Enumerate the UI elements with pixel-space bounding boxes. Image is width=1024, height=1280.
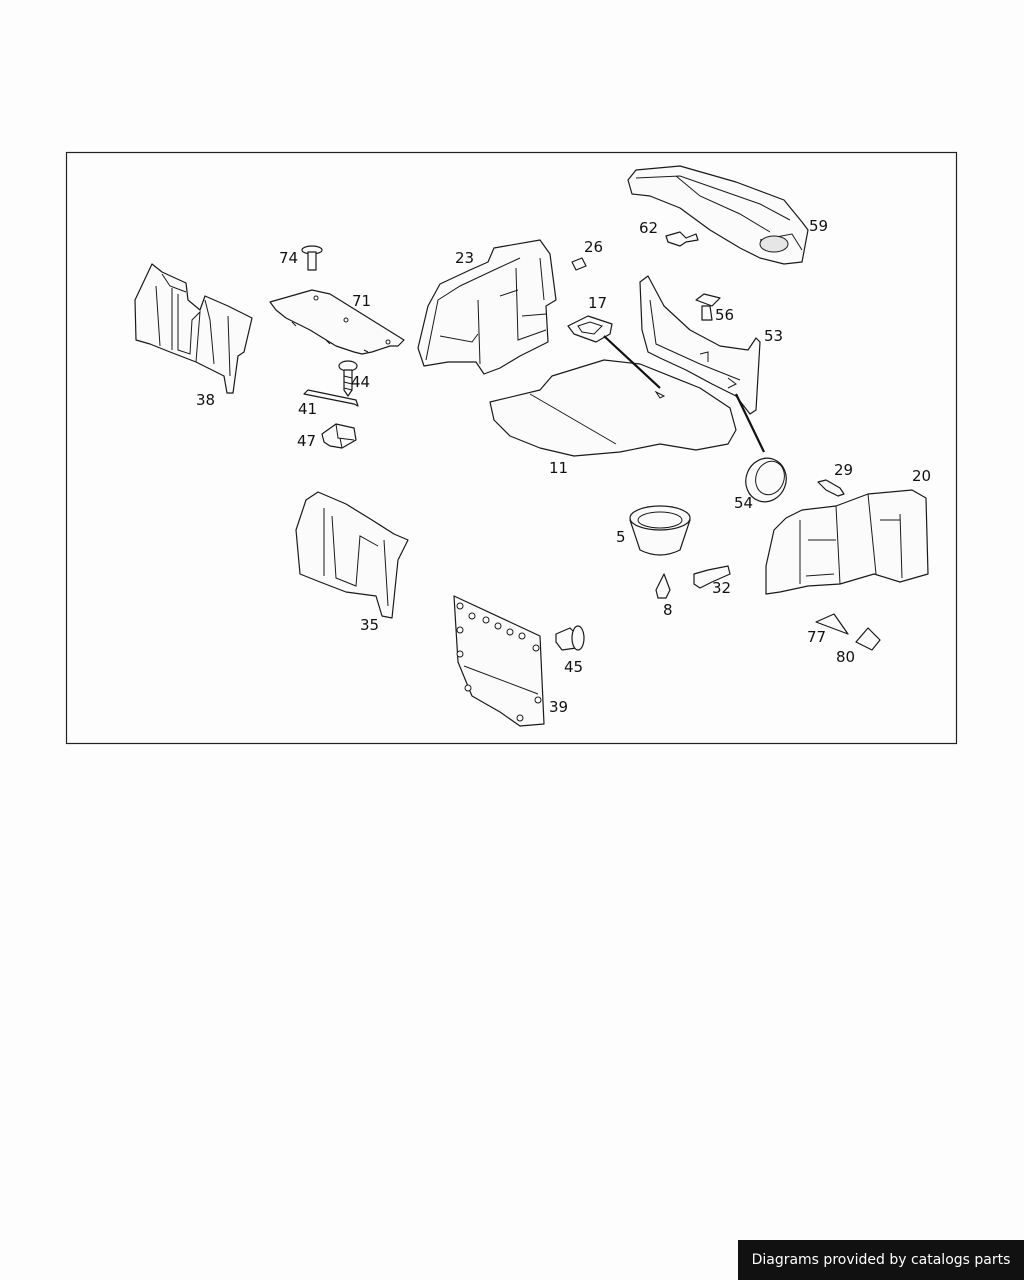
part-77-pad[interactable] (815, 613, 849, 635)
callout-74: 74 (279, 249, 298, 267)
part-26-pad[interactable] (571, 257, 587, 271)
leader-line-54 (735, 393, 765, 453)
callout-35: 35 (360, 616, 379, 634)
part-62-push-pin[interactable] (665, 231, 699, 247)
callout-17: 17 (588, 294, 607, 312)
part-29-screw[interactable] (817, 479, 845, 497)
part-54-oval-cover[interactable] (740, 452, 793, 507)
callout-11: 11 (549, 459, 568, 477)
callout-8: 8 (663, 601, 673, 619)
part-32-bracket[interactable] (693, 565, 731, 589)
callout-26: 26 (584, 238, 603, 256)
callout-29: 29 (834, 461, 853, 479)
part-8-clip[interactable] (655, 573, 671, 599)
callout-41: 41 (298, 400, 317, 418)
callout-53: 53 (764, 327, 783, 345)
part-47-clip[interactable] (321, 423, 357, 449)
footer-credit-text: Diagrams provided by catalogs parts (751, 1252, 1011, 1268)
callout-38: 38 (196, 391, 215, 409)
callout-39: 39 (549, 698, 568, 716)
part-74-bolt[interactable] (301, 245, 323, 271)
callout-59: 59 (809, 217, 828, 235)
part-5-cup[interactable] (629, 505, 691, 556)
callout-47: 47 (297, 432, 316, 450)
part-53-sill-trim[interactable] (639, 275, 761, 415)
part-80-wedge[interactable] (855, 627, 881, 651)
part-39-insulation-mat[interactable] (453, 595, 545, 727)
part-44-screw[interactable] (338, 360, 358, 397)
part-38-side-trim[interactable] (134, 263, 253, 394)
footer-credit-banner: Diagrams provided by catalogs parts (738, 1240, 1024, 1280)
part-41-strip[interactable] (303, 389, 359, 407)
callout-23: 23 (455, 249, 474, 267)
callout-56: 56 (715, 306, 734, 324)
part-71-cover-panel[interactable] (269, 289, 405, 355)
part-20-right-trim[interactable] (765, 489, 929, 595)
part-35-lower-trim[interactable] (295, 491, 409, 619)
callout-45: 45 (564, 658, 583, 676)
part-17-plate[interactable] (567, 315, 613, 343)
callout-44: 44 (351, 373, 370, 391)
leader-line-17 (603, 335, 661, 389)
callout-54: 54 (734, 494, 753, 512)
part-59-rear-trim[interactable] (627, 165, 809, 265)
part-23-left-trim[interactable] (417, 239, 557, 375)
callout-71: 71 (352, 292, 371, 310)
part-11-floor-mat[interactable] (489, 359, 737, 457)
part-56-fastener[interactable] (695, 293, 721, 321)
callout-77: 77 (807, 628, 826, 646)
callout-20: 20 (912, 467, 931, 485)
callout-80: 80 (836, 648, 855, 666)
callout-62: 62 (639, 219, 658, 237)
callout-32: 32 (712, 579, 731, 597)
callout-5: 5 (616, 528, 626, 546)
part-45-plug[interactable] (555, 625, 585, 651)
